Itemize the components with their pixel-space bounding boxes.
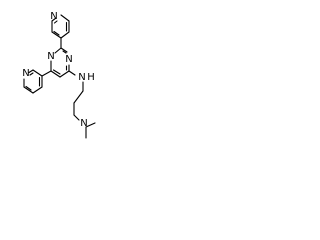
- atom-label-amine-h: H: [87, 72, 95, 83]
- chemical-structure: N N N N N H N: [22, 11, 96, 139]
- pyridin-3-yl-ring-left: [23, 69, 43, 94]
- atom-label-pyridine-n: N: [50, 11, 57, 22]
- atom-label-pyrimidine-n: N: [47, 51, 54, 62]
- atom-label-pyrimidine-n: N: [65, 54, 72, 65]
- pyridin-4-yl-ring-top: [51, 14, 70, 39]
- aminoethyl-chain: [68, 70, 96, 139]
- atom-label-pyridine-n: N: [22, 68, 29, 79]
- atom-label-amine-n: N: [78, 72, 85, 83]
- pyrimidine-ring: [50, 47, 70, 78]
- atom-label-dimethylamine-n: N: [80, 118, 87, 129]
- structure-canvas: N N N N N H N: [0, 0, 120, 165]
- bond-pyrimidine-pyridyl-left: [41, 70, 52, 77]
